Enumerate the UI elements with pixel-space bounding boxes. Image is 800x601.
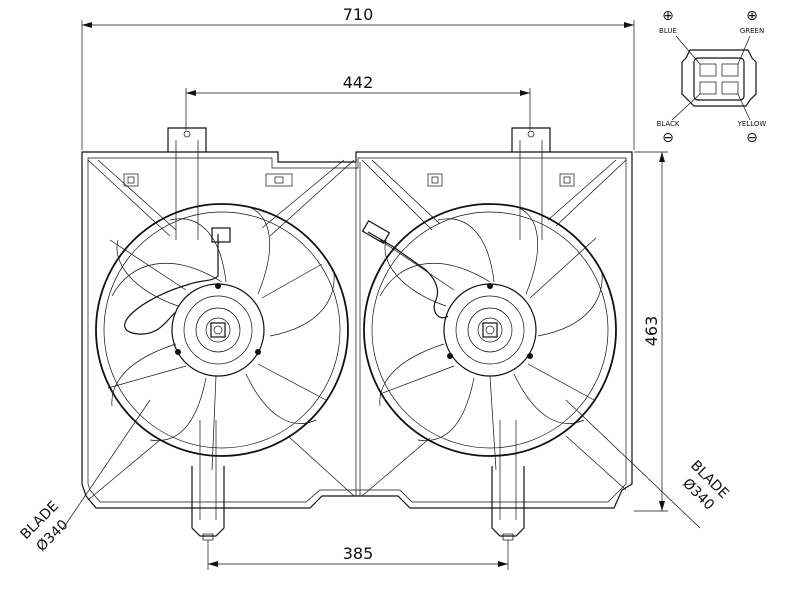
total-width-label: 710 [343,5,374,24]
connector-pinout: ⊕ ⊕ BLUE GREEN BLACK YELLOW ⊖ ⊖ [656,8,766,146]
shroud-frame [81,151,633,509]
top-mount-tabs [167,127,551,240]
green-label: GREEN [740,27,764,35]
green-plus-symbol: ⊕ [746,8,758,24]
dimension-fan-spacing: 442 [185,73,531,130]
yellow-minus-symbol: ⊖ [746,130,758,146]
right-fan [361,203,617,471]
black-label: BLACK [656,120,679,128]
blue-plus-symbol: ⊕ [662,8,674,24]
yellow-label: YELLOW [737,120,767,128]
dimension-height: 463 [634,151,668,512]
black-minus-symbol: ⊖ [662,130,674,146]
fan-spacing-label: 442 [343,73,374,92]
dimension-mount-spacing: 385 [207,540,509,570]
left-fan [95,203,349,471]
blade-leaders [61,399,701,531]
mount-spacing-label: 385 [343,544,374,563]
height-label: 463 [642,316,661,347]
blue-label: BLUE [659,27,677,35]
bottom-mount-tabs [191,420,525,541]
dimension-total-width: 710 [81,5,635,150]
